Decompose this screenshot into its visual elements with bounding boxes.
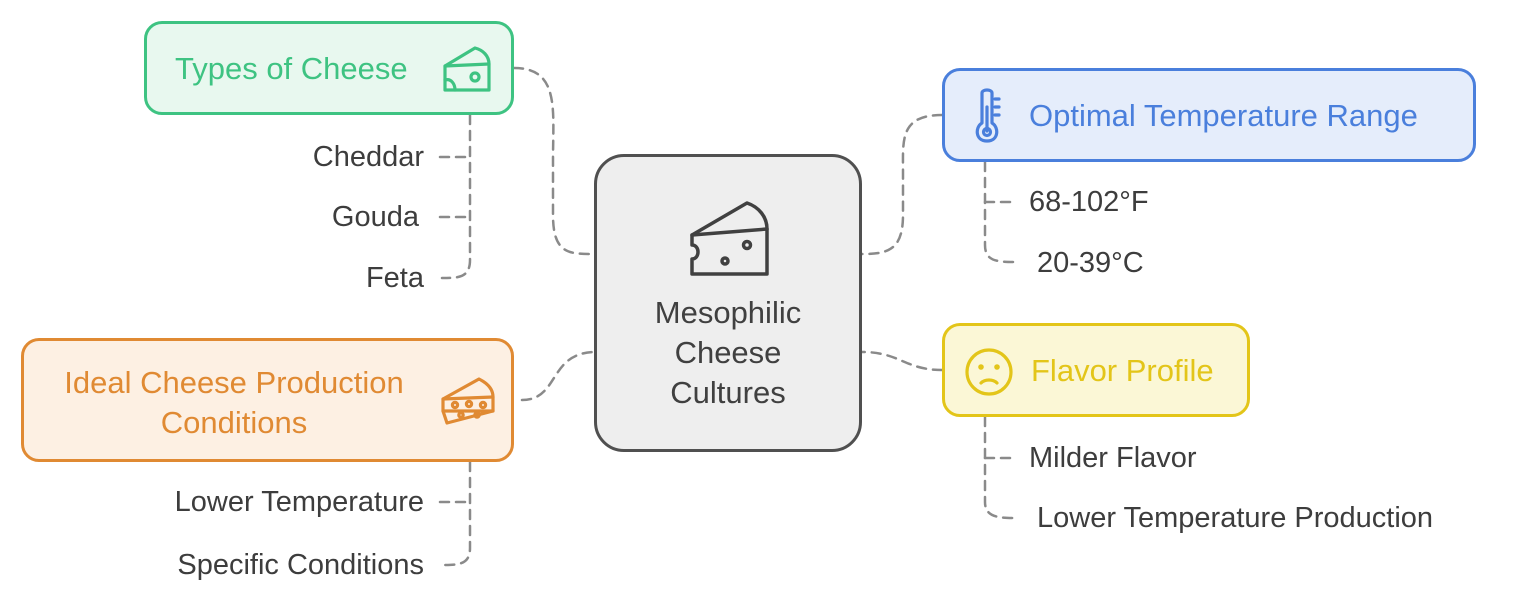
- connector-temperature: [860, 113, 944, 256]
- node-title-line-1: Ideal Cheese Production: [64, 365, 404, 400]
- node-title-line-2: Conditions: [160, 405, 308, 440]
- node-ideal-conditions[interactable]: Ideal Cheese Production Conditions: [21, 338, 514, 462]
- leaf-fahrenheit: 68-102°F: [1029, 186, 1149, 218]
- node-types-of-cheese[interactable]: Types of Cheese: [144, 21, 514, 115]
- connector-types: [512, 66, 598, 256]
- leaf-celsius: 20-39°C: [1037, 247, 1144, 279]
- center-title-line-3: Cultures: [670, 375, 786, 410]
- confused-face-icon: [965, 348, 1013, 396]
- center-title-line-1: Mesophilic: [654, 295, 802, 330]
- cheese-slice-icon: [441, 377, 495, 425]
- cheese-icon: [443, 46, 491, 92]
- connector-temperature-stem: [983, 160, 1020, 264]
- cheese-wedge-icon: [690, 201, 769, 276]
- leaf-feta: Feta: [365, 262, 424, 294]
- node-title: Optimal Temperature Range: [1029, 98, 1418, 133]
- connector-flavor-stem: [983, 415, 1020, 520]
- node-title: Types of Cheese: [175, 51, 408, 86]
- node-title: Ideal Cheese Production Conditions: [24, 363, 444, 443]
- center-title: Mesophilic Cheese Cultures: [597, 293, 859, 413]
- center-title-line-2: Cheese: [674, 335, 782, 370]
- leaf-gouda: Gouda: [331, 201, 419, 233]
- connector-flavor: [860, 350, 944, 372]
- leaf-specific-conditions: Specific Conditions: [177, 549, 424, 581]
- node-optimal-temperature[interactable]: Optimal Temperature Range: [942, 68, 1476, 162]
- node-flavor-profile[interactable]: Flavor Profile: [942, 323, 1250, 417]
- leaf-milder-flavor: Milder Flavor: [1029, 442, 1197, 474]
- node-title: Flavor Profile: [1031, 353, 1214, 388]
- leaf-lower-temperature-production: Lower Temperature Production: [1037, 502, 1434, 534]
- connector-conditions: [520, 350, 598, 402]
- leaf-cheddar: Cheddar: [312, 141, 424, 173]
- leaf-lower-temperature: Lower Temperature: [174, 486, 424, 518]
- thermometer-icon: [975, 88, 1001, 143]
- center-node[interactable]: Mesophilic Cheese Cultures: [594, 154, 862, 452]
- connector-types-stem: [440, 113, 472, 280]
- connector-conditions-stem: [440, 460, 472, 567]
